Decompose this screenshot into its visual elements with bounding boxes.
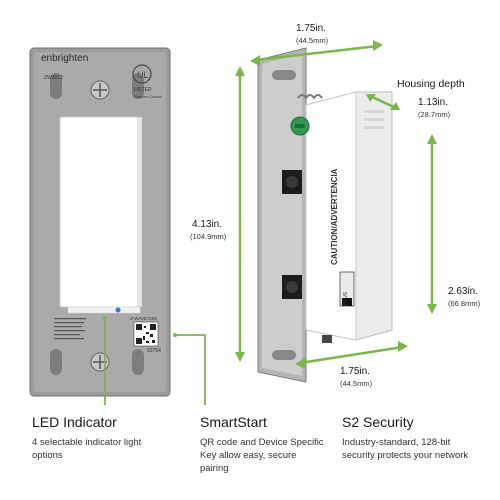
feature-led-title: LED Indicator	[32, 414, 117, 430]
dim-height-value: 4.13in.	[192, 219, 223, 230]
rocker-paddle	[59, 116, 139, 308]
ul-mark-icon	[132, 64, 152, 84]
dim-height-metric: (104.9mm)	[190, 232, 227, 241]
dimension-lines	[235, 40, 437, 369]
brand-logo: enbrighten	[41, 53, 89, 64]
zwave-dsk-tag: Z-WAVE DSK	[130, 316, 158, 321]
dim-width-top-metric: (44.5mm)	[296, 36, 329, 45]
led-indicator-icon	[115, 307, 121, 313]
leader-smartstart	[175, 334, 206, 405]
plus-badge: PLUS	[343, 291, 349, 305]
feature-led-desc: 4 selectable indicator light options	[32, 437, 142, 461]
dim-depth-metric: (28.7mm)	[418, 110, 451, 119]
screw-icon	[90, 80, 110, 100]
warning-heading: CAUTION/ADVERTENCIA	[330, 168, 339, 265]
housing-depth-label: Housing depth	[397, 78, 465, 90]
side-view	[257, 47, 393, 383]
feature-security-title: S2 Security	[342, 414, 414, 430]
dim-width-bottom-metric: (44.5mm)	[340, 379, 373, 388]
dim-body-height-value: 2.63in.	[448, 286, 479, 297]
dim-body-height-metric: (66.8mm)	[448, 299, 481, 308]
svg-text:UL: UL	[137, 70, 149, 80]
feature-smartstart-title: SmartStart	[200, 414, 267, 430]
dim-depth-value: 1.13in.	[418, 97, 449, 108]
dsk-code: 52754	[147, 348, 161, 354]
feature-smartstart-desc: QR code and Device Specific Key allow ea…	[200, 437, 324, 474]
cert-subtext: Dimmer Control	[134, 94, 163, 99]
dim-width-top-value: 1.75in.	[296, 23, 327, 34]
terminal-screw-icon	[282, 170, 302, 194]
qr-code-icon	[133, 321, 159, 347]
model-number: ZW3012	[44, 75, 63, 81]
feature-security-desc: Industry-standard, 128-bit security prot…	[342, 437, 469, 461]
dim-width-bottom-value: 1.75in.	[340, 366, 371, 377]
ground-screw-icon	[290, 116, 310, 136]
screw-icon	[90, 352, 110, 372]
front-view: UL	[29, 47, 206, 405]
terminal-screw-icon	[282, 275, 302, 299]
cert-text: LISTED	[134, 87, 152, 93]
